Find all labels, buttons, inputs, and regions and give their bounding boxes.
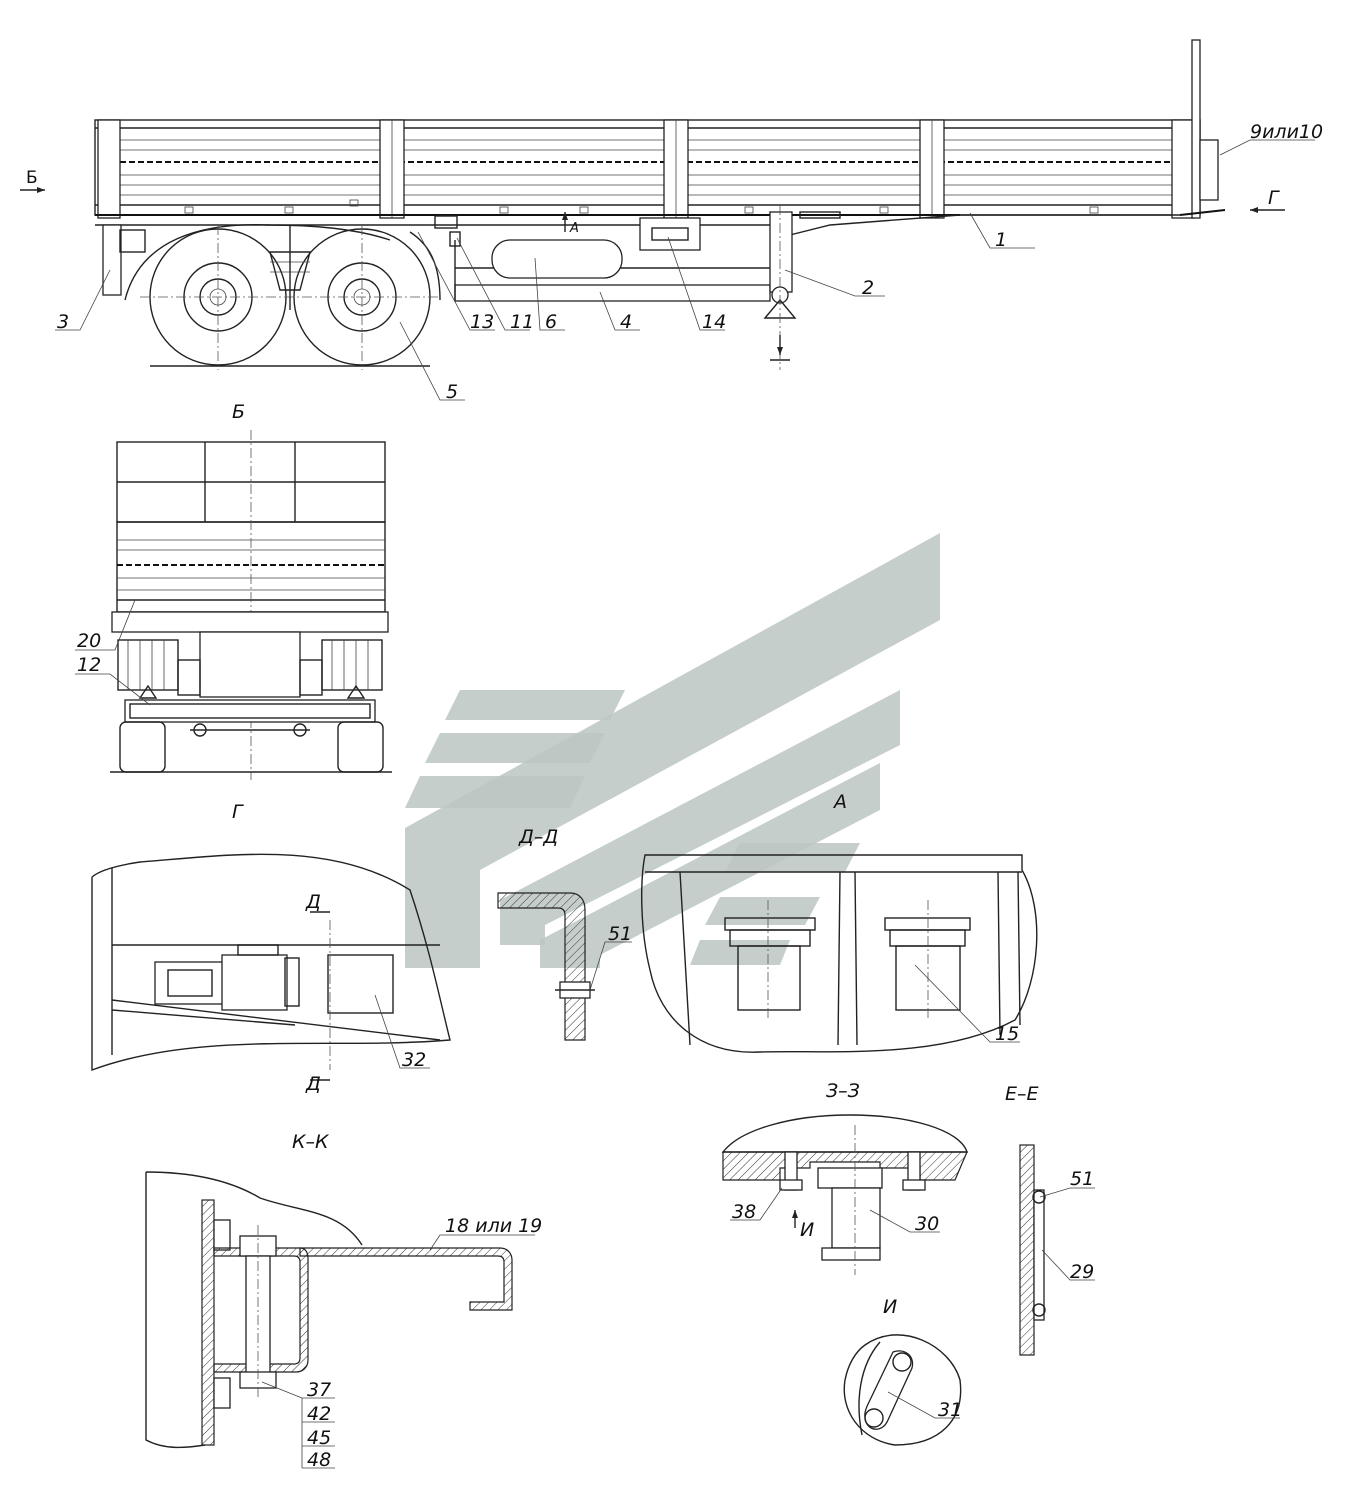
section-e (1019, 1144, 1095, 1356)
section-z-title: З–З (826, 1080, 860, 1102)
callout-32: 32 (402, 1049, 426, 1071)
callout-15: 15 (995, 1023, 1019, 1045)
view-g-title: Г (232, 801, 244, 823)
callout-51-e: 51 (1070, 1168, 1094, 1190)
section-k-title: К–К (292, 1131, 330, 1153)
section-d-title: Д–Д (518, 826, 558, 848)
view-i (843, 1334, 962, 1446)
callout-2: 2 (862, 277, 874, 299)
callout-1: 1 (995, 229, 1007, 251)
callout-45: 45 (307, 1427, 331, 1449)
callout-30: 30 (915, 1213, 939, 1235)
view-a-title: А (832, 791, 847, 813)
callout-48: 48 (307, 1449, 331, 1471)
rear-view-leaders (75, 599, 151, 706)
rear-view (110, 430, 392, 780)
section-e-title: Е–Е (1005, 1083, 1039, 1105)
side-view (20, 39, 1285, 370)
arrow-g-label: Г (1268, 187, 1280, 209)
callout-3: 3 (57, 311, 69, 333)
cut-d-bottom: Д (305, 1073, 321, 1095)
arrow-a-label: А (569, 221, 579, 236)
section-z (721, 1114, 968, 1275)
arrow-i-label: И (800, 1219, 814, 1241)
callout-29: 29 (1070, 1261, 1094, 1283)
section-k (145, 1171, 535, 1469)
side-view-leaders (55, 139, 1315, 401)
callout-4: 4 (620, 311, 632, 333)
section-d (497, 892, 632, 1041)
view-a (641, 854, 1038, 1053)
callout-42: 42 (307, 1403, 331, 1425)
view-g (91, 853, 451, 1081)
callout-12: 12 (77, 654, 101, 676)
callout-37: 37 (307, 1379, 331, 1401)
view-i-title: И (883, 1296, 897, 1318)
arrow-b-label: Б (26, 168, 38, 188)
callout-6: 6 (545, 311, 557, 333)
callout-31: 31 (938, 1399, 962, 1421)
callout-20: 20 (77, 630, 101, 652)
callout-13: 13 (470, 311, 494, 333)
callout-14: 14 (702, 311, 726, 333)
cut-d-top: Д (305, 891, 321, 913)
view-b-title: Б (232, 401, 245, 423)
callout-5: 5 (446, 381, 458, 403)
callout-18or19: 18 или 19 (445, 1215, 542, 1237)
callout-38: 38 (732, 1201, 756, 1223)
callout-11: 11 (510, 311, 534, 333)
watermark-logo (405, 533, 940, 968)
callout-9or10: 9или10 (1250, 121, 1323, 143)
callout-51-d: 51 (608, 923, 632, 945)
